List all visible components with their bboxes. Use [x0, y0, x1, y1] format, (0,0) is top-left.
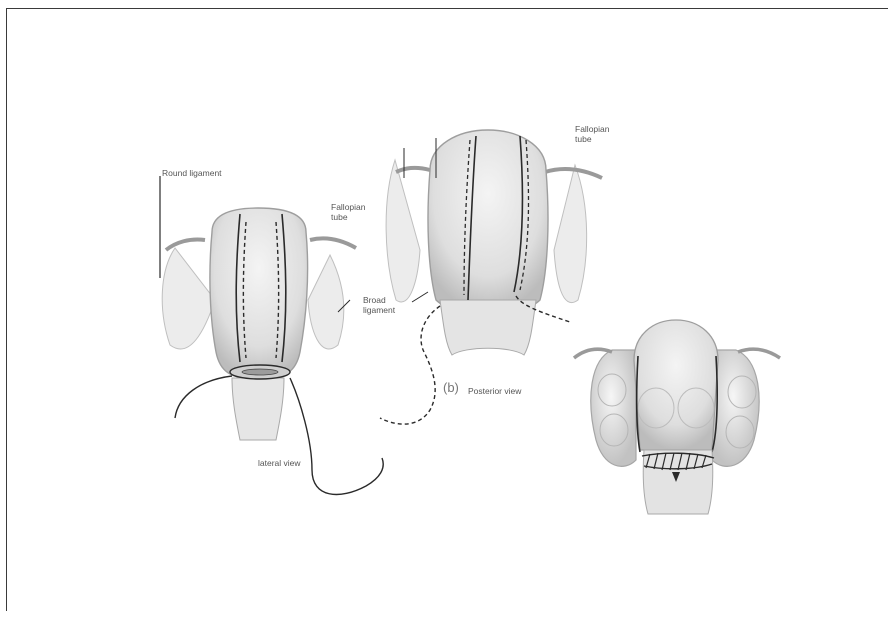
label-panel-b: (b) — [443, 380, 459, 395]
label-round-ligament: Round ligament — [162, 168, 222, 178]
anterior-uterus-figure — [160, 176, 383, 494]
label-fallopian-tube-left: Fallopian tube — [331, 202, 366, 222]
label-lateral-view: lateral view — [258, 458, 301, 468]
label-posterior-view: Posterior view — [468, 386, 521, 396]
repaired-uterus-figure — [574, 320, 780, 514]
label-fallopian-tube-right: Fallopian tube — [575, 124, 610, 144]
label-broad-ligament: Broad ligament — [363, 295, 395, 315]
posterior-uterus-figure — [380, 130, 602, 424]
